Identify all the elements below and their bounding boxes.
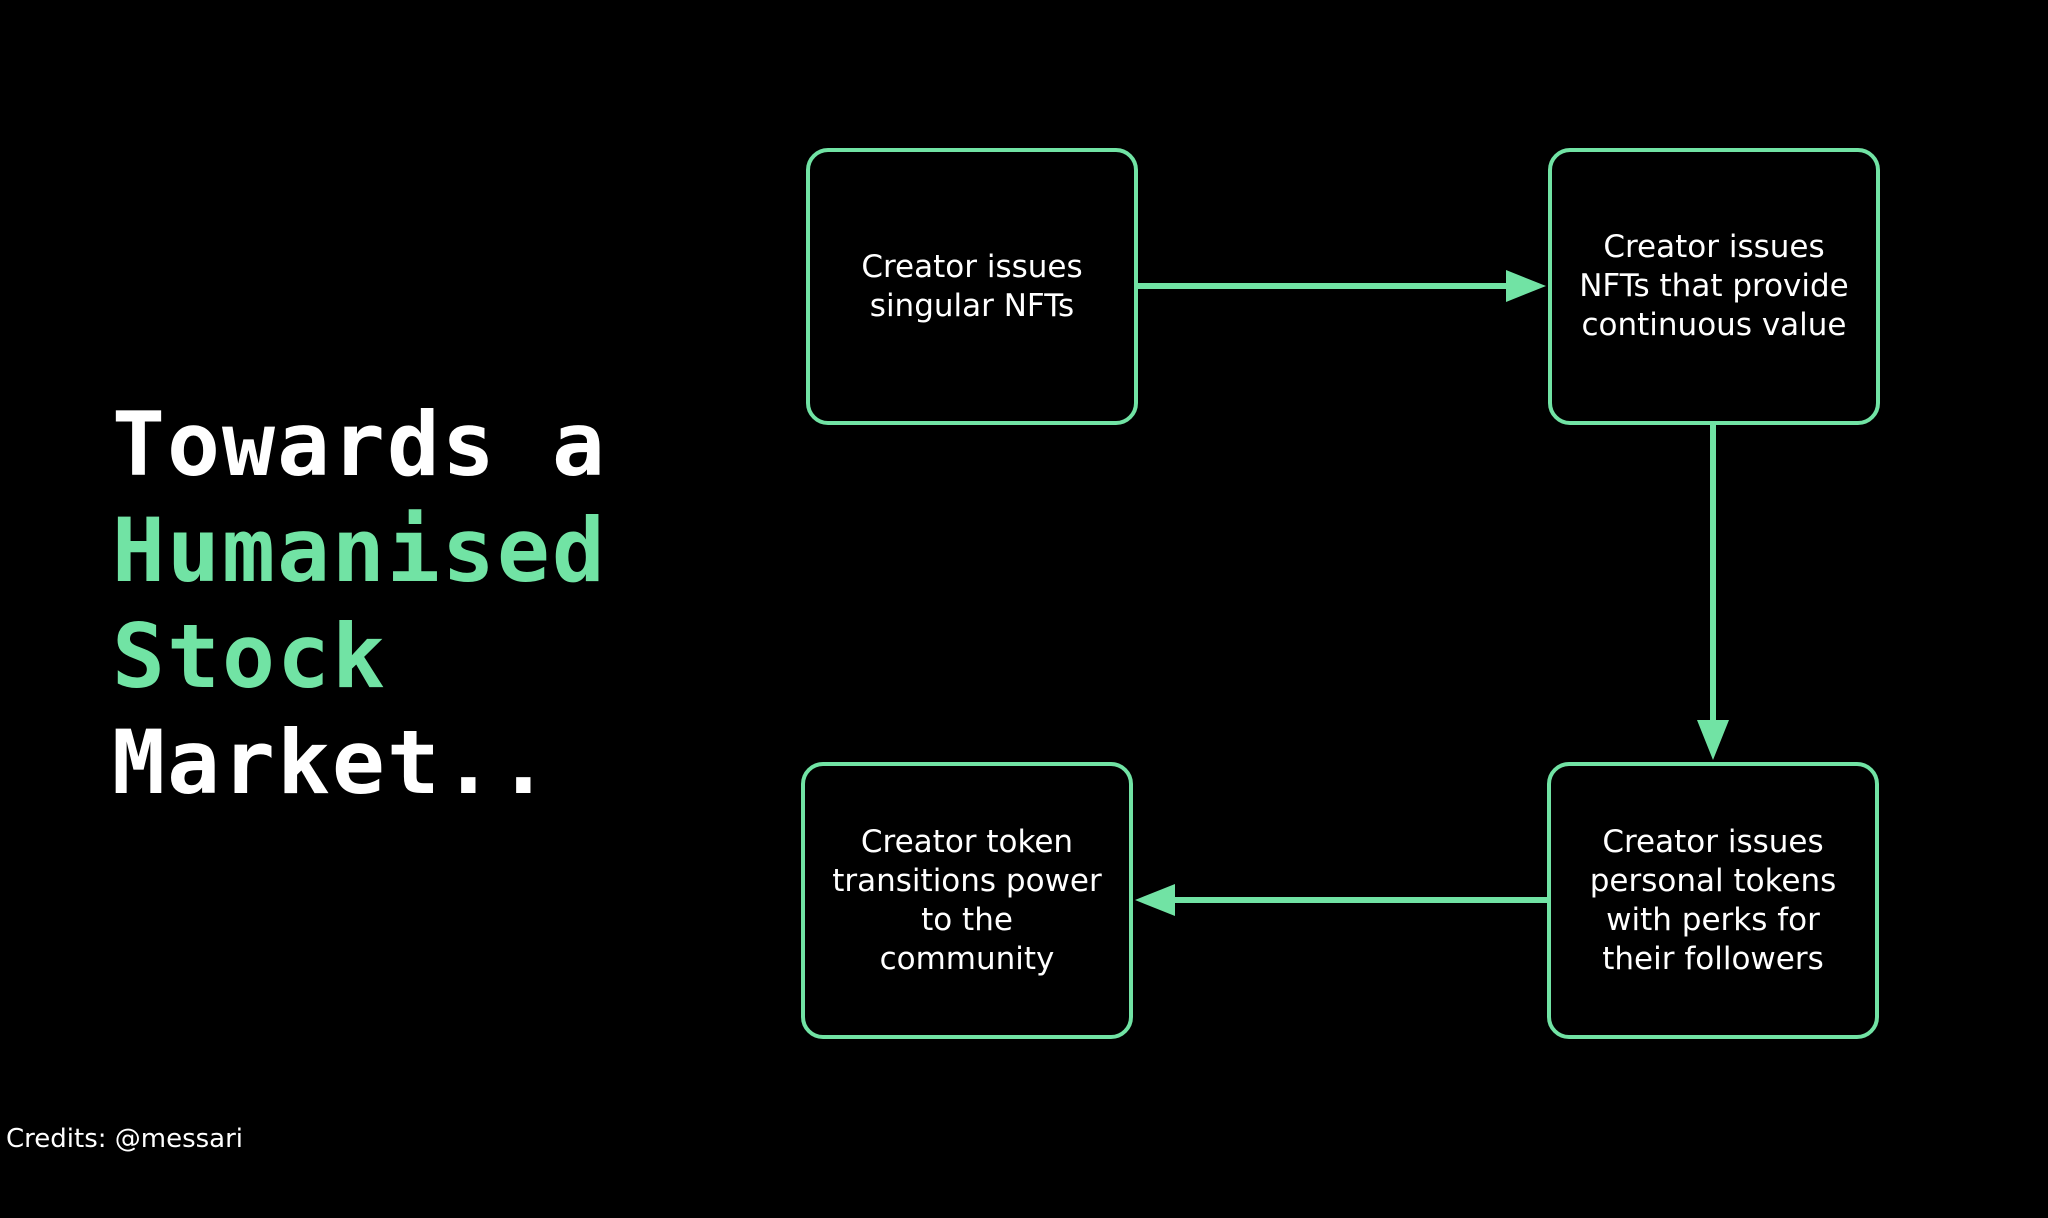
flow-step-3: Creator issues personal tokens with perk…	[1547, 762, 1879, 1039]
title-line-1: Towards a	[112, 393, 607, 496]
arrow-left-icon	[1135, 884, 1547, 916]
flow-step-2: Creator issues NFTs that provide continu…	[1548, 148, 1880, 425]
title-line-4: Market..	[112, 711, 552, 814]
credits-text: Credits: @messari	[6, 1124, 244, 1154]
arrow-right-icon	[1138, 270, 1546, 302]
flow-step-4: Creator token transitions power to the c…	[801, 762, 1133, 1039]
title-line-3: Stock	[112, 605, 387, 708]
slide-title: Towards a Humanised Stock Market..	[112, 392, 607, 816]
title-line-2: Humanised	[112, 499, 607, 602]
flow-step-3-text: Creator issues personal tokens with perk…	[1589, 823, 1837, 977]
flow-step-2-text: Creator issues NFTs that provide continu…	[1579, 229, 1849, 343]
flow-step-1: Creator issues singular NFTs	[806, 148, 1138, 425]
arrow-down-icon	[1697, 425, 1729, 760]
flow-step-1-text: Creator issues singular NFTs	[861, 248, 1083, 324]
flow-step-4-text: Creator token transitions power to the c…	[832, 823, 1102, 977]
